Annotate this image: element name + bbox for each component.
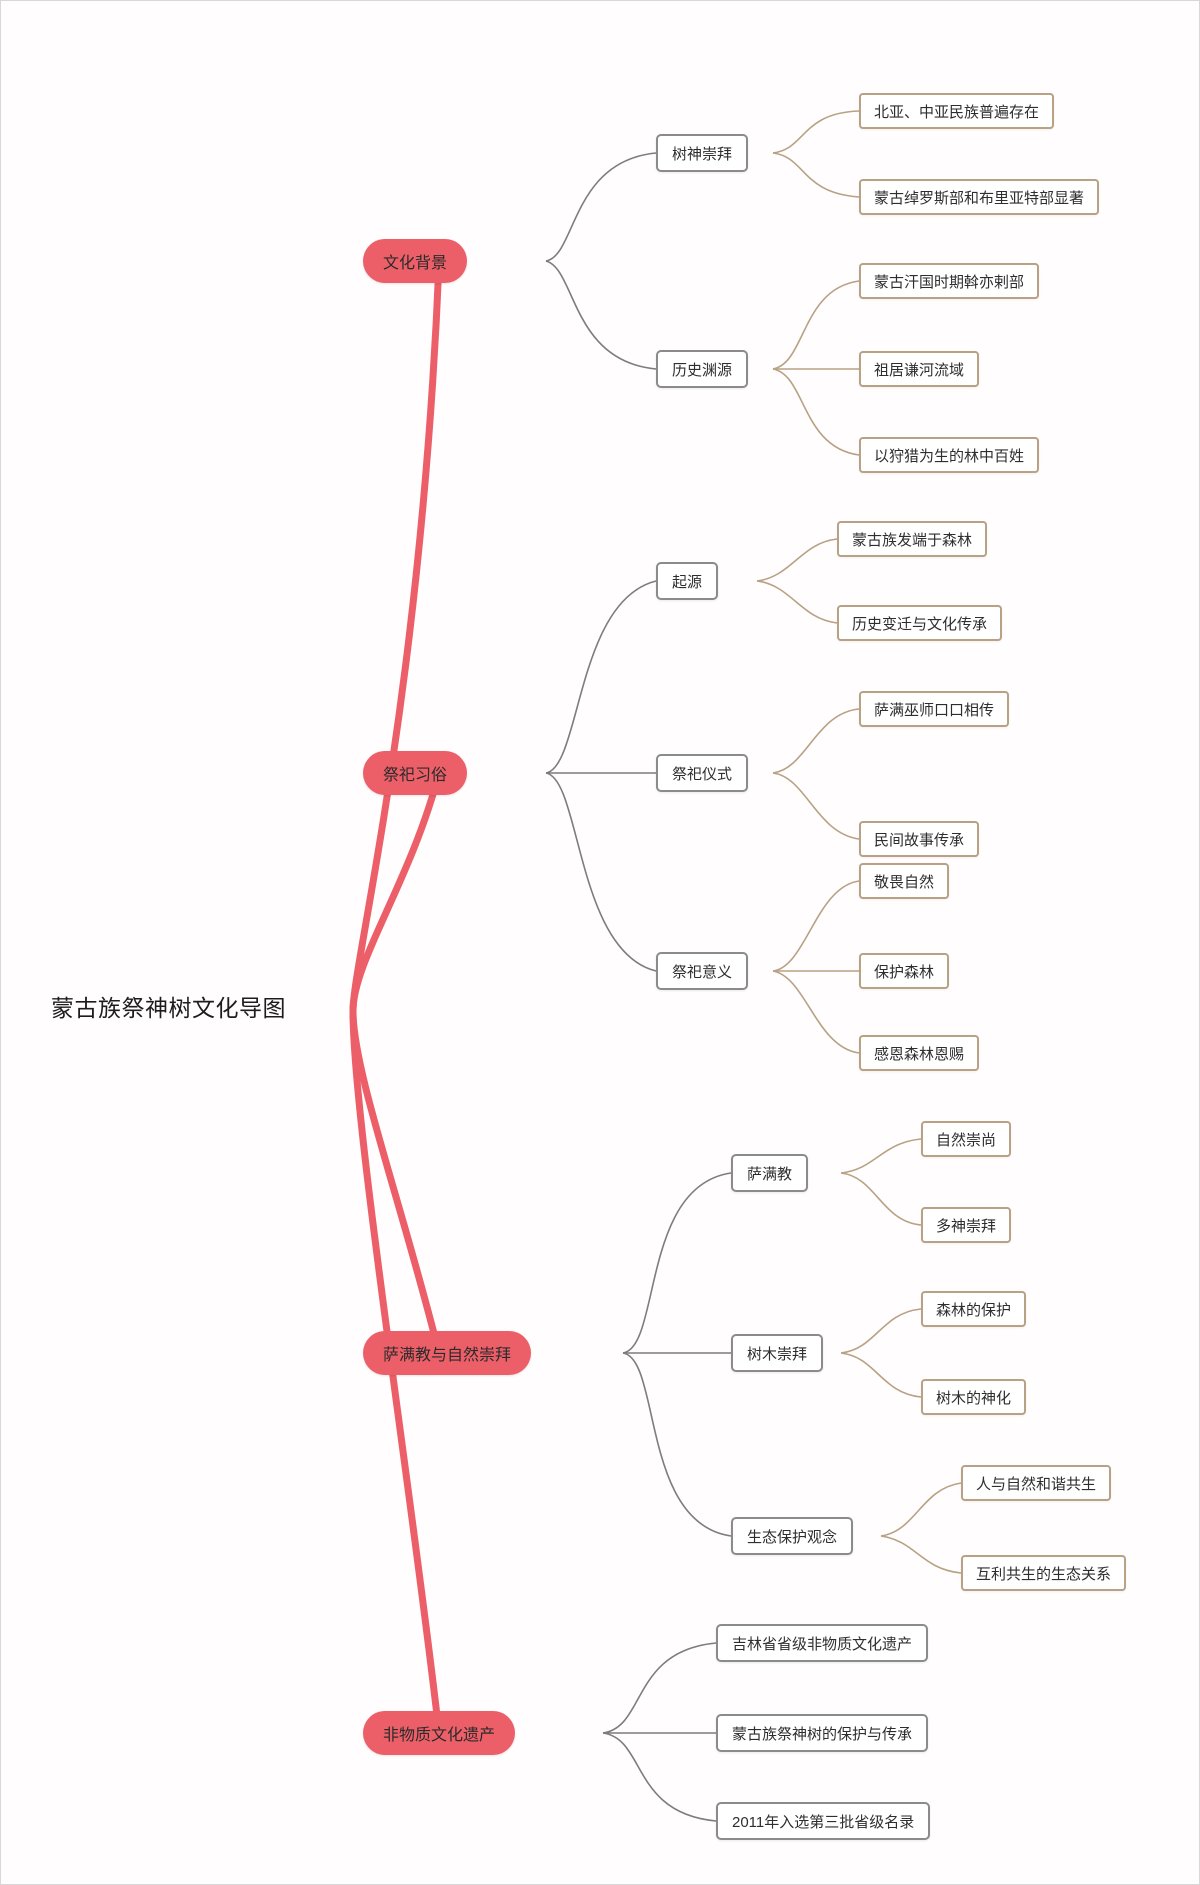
leaf-node[interactable]: 多神崇拜 — [921, 1207, 1012, 1243]
subnode-origin[interactable]: 起源 — [656, 562, 719, 600]
subnode-tree-worship[interactable]: 树木崇拜 — [731, 1334, 824, 1372]
root-edges — [349, 259, 443, 1737]
leaf-node[interactable]: 民间故事传承 — [859, 821, 980, 857]
branch-node-intangible-heritage[interactable]: 非物质文化遗产 — [363, 1711, 516, 1755]
leaf-node[interactable]: 感恩森林恩赐 — [859, 1035, 980, 1071]
leaf-node[interactable]: 蒙古汗国时期斡亦剌部 — [859, 263, 1040, 299]
subnode-ritual[interactable]: 祭祀仪式 — [656, 754, 749, 792]
leaf-node[interactable]: 互利共生的生态关系 — [961, 1555, 1127, 1591]
branch-node-culture-background[interactable]: 文化背景 — [363, 239, 468, 283]
branch-node-shamanism-nature-worship[interactable]: 萨满教与自然崇拜 — [363, 1331, 532, 1375]
leaf-node[interactable]: 森林的保护 — [921, 1291, 1027, 1327]
leaf-node[interactable]: 蒙古绰罗斯部和布里亚特部显著 — [859, 179, 1100, 215]
leaf-node[interactable]: 祖居谦河流域 — [859, 351, 980, 387]
leaf-node[interactable]: 人与自然和谐共生 — [961, 1465, 1112, 1501]
subnode-eco-protection-concept[interactable]: 生态保护观念 — [731, 1517, 854, 1555]
leaf-node[interactable]: 萨满巫师口口相传 — [859, 691, 1010, 727]
subnode-2011-listing[interactable]: 2011年入选第三批省级名录 — [716, 1802, 931, 1840]
leaf-node[interactable]: 敬畏自然 — [859, 863, 950, 899]
subnode-provincial-heritage[interactable]: 吉林省省级非物质文化遗产 — [716, 1624, 929, 1662]
subnode-ritual-meaning[interactable]: 祭祀意义 — [656, 952, 749, 990]
leaf-node[interactable]: 自然崇尚 — [921, 1121, 1012, 1157]
leaf-node[interactable]: 以狩猎为生的林中百姓 — [859, 437, 1040, 473]
leaf-node[interactable]: 历史变迁与文化传承 — [837, 605, 1003, 641]
branch-node-sacrificial-customs[interactable]: 祭祀习俗 — [363, 751, 468, 795]
leaf-node[interactable]: 蒙古族发端于森林 — [837, 521, 988, 557]
subnode-shamanism[interactable]: 萨满教 — [731, 1154, 809, 1192]
subnode-protection-inheritance[interactable]: 蒙古族祭神树的保护与传承 — [716, 1714, 929, 1752]
subnode-tree-god-worship[interactable]: 树神崇拜 — [656, 134, 749, 172]
leaf-node[interactable]: 保护森林 — [859, 953, 950, 989]
subnode-historical-origin[interactable]: 历史渊源 — [656, 350, 749, 388]
leaf-node[interactable]: 北亚、中亚民族普遍存在 — [859, 93, 1055, 129]
root-node[interactable]: 蒙古族祭神树文化导图 — [51, 995, 286, 1021]
leaf-node[interactable]: 树木的神化 — [921, 1379, 1027, 1415]
